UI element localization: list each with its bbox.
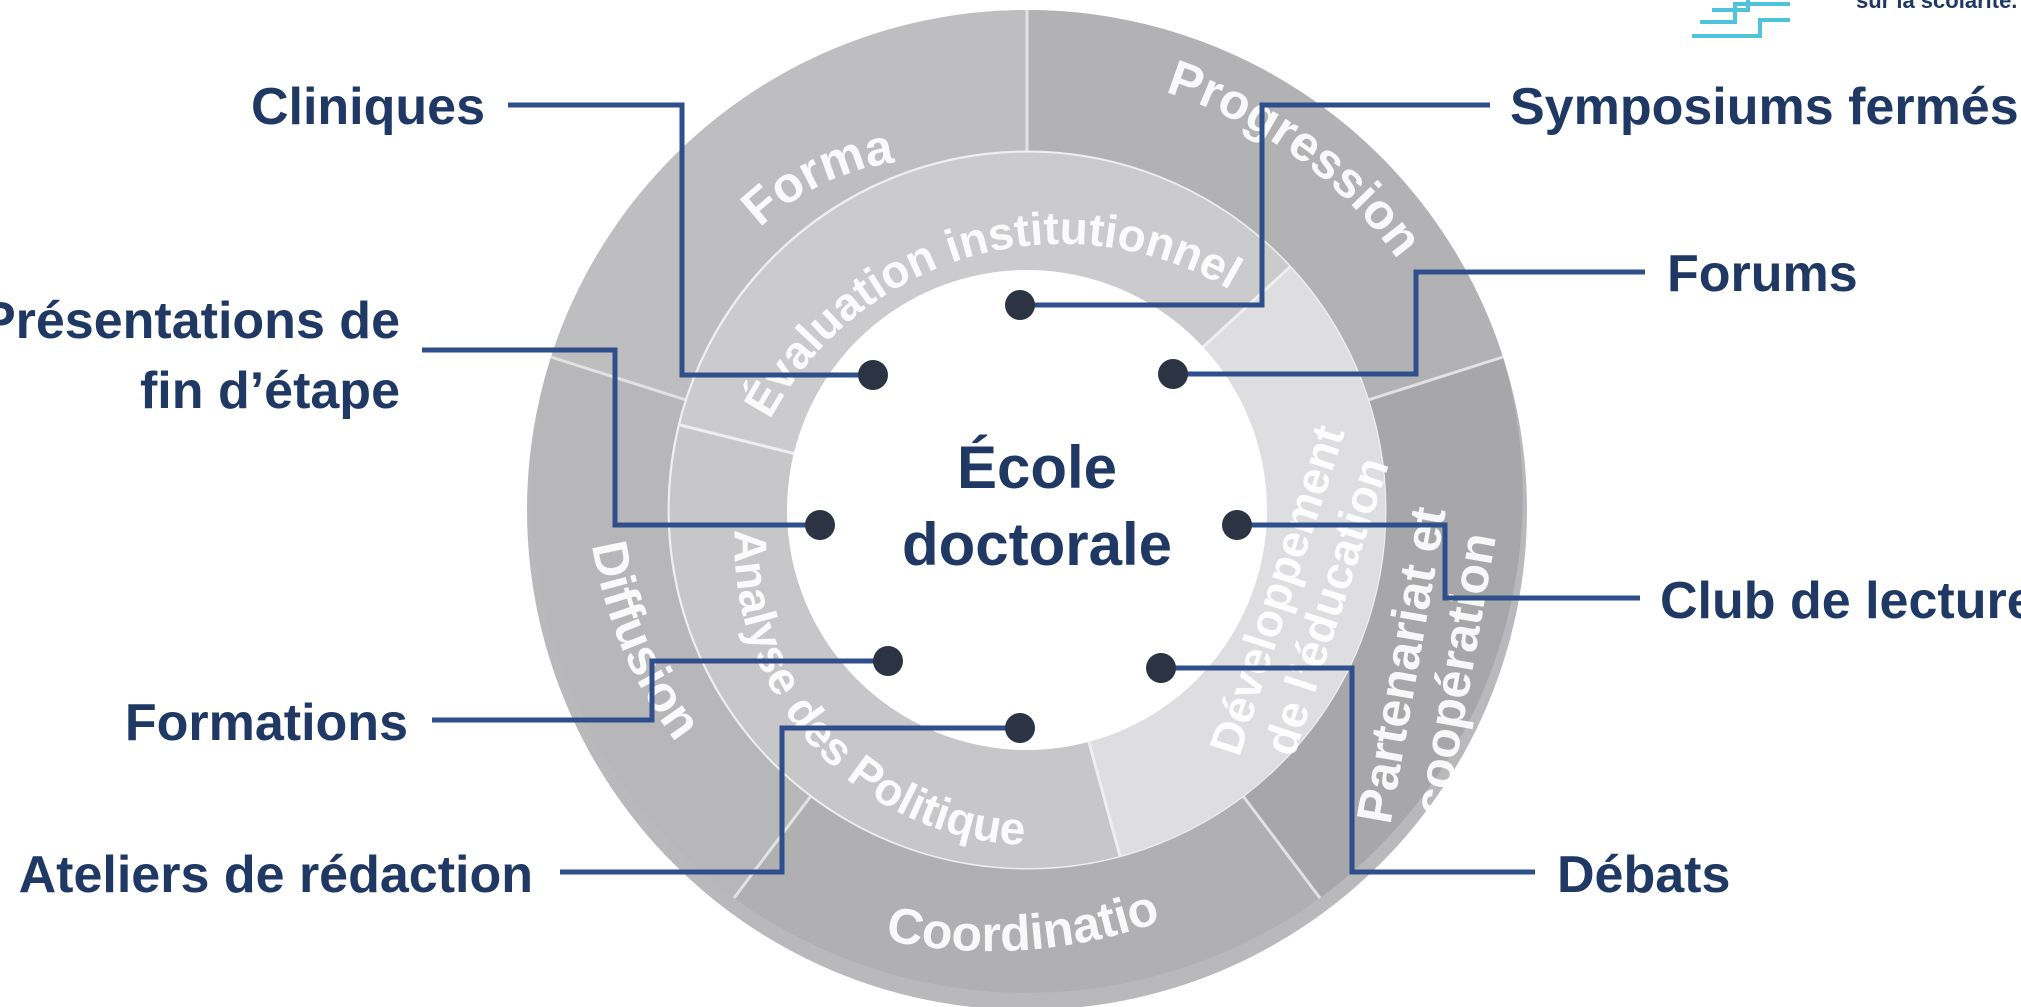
connector-formations [432,658,888,723]
dot-symposiums [1005,290,1035,320]
logo-mark-icon [1692,0,1790,38]
connector-club [1237,522,1640,601]
label-formations: Formations [125,694,408,752]
label-presentations-line2: fin d’étape [140,362,400,420]
connector-presentations [422,347,820,528]
logo: sur la scolarité. P [1692,0,2021,38]
connector-ateliers [560,725,1020,875]
center-disc [787,270,1267,750]
connector-debats [1161,665,1535,875]
dot-club [1222,510,1252,540]
label-debats: Débats [1557,846,1730,904]
center-title-line1: École [957,434,1117,501]
connector-forums [1173,269,1645,377]
label-symposiums: Symposiums fermés [1510,78,2019,136]
label-presentations-line1: Présentations de [0,292,400,350]
dot-ateliers [1005,713,1035,743]
label-forums: Forums [1667,245,1858,303]
label-ateliers: Ateliers de rédaction [19,846,533,904]
center-title-line2: doctorale [902,511,1172,578]
outer-ring-dividers [550,10,1504,899]
connector-cliniques [508,102,873,378]
logo-text: sur la scolarité. P [1856,0,2021,13]
dot-cliniques [858,360,888,390]
dot-debats [1146,653,1176,683]
connector-symposiums [1020,102,1490,308]
label-club: Club de lecture [1660,572,2021,630]
dot-presentations [805,510,835,540]
dot-forums [1158,359,1188,389]
label-cliniques: Cliniques [251,78,485,136]
dot-formations [873,646,903,676]
